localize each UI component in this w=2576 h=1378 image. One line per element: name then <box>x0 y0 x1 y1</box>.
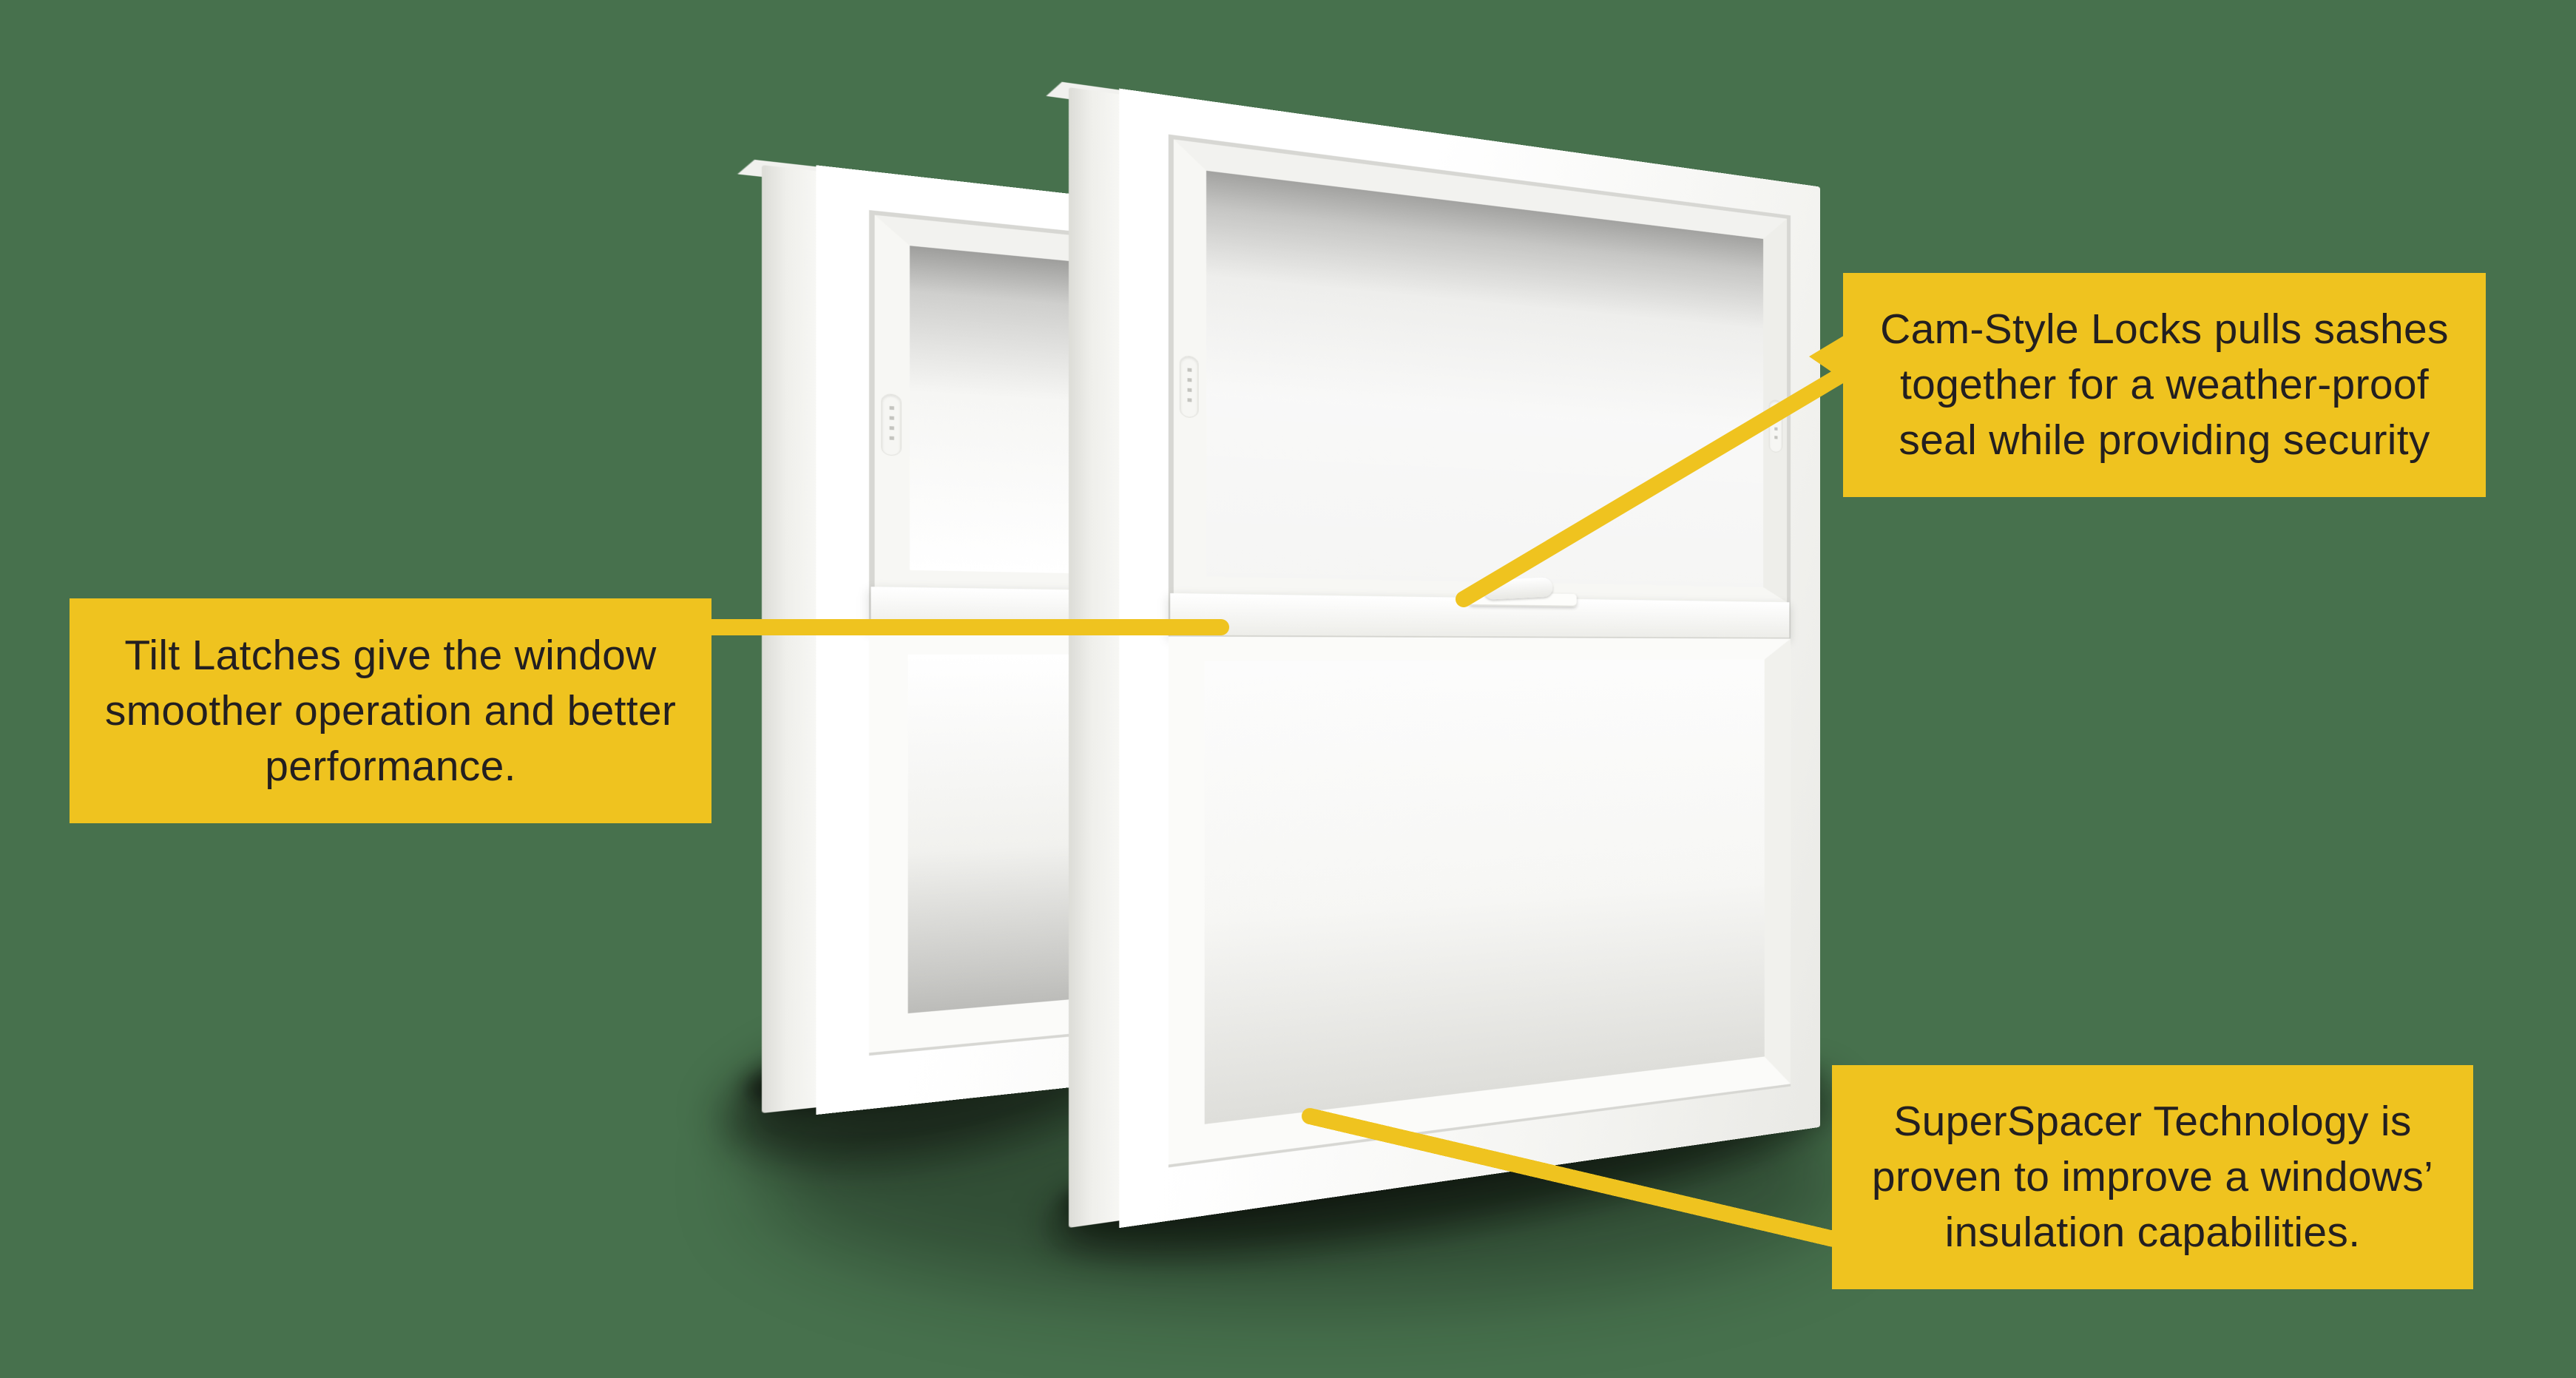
front-window-opening <box>1168 134 1791 1168</box>
tilt-latch-icon <box>1180 355 1199 419</box>
callout-tilt-latches: Tilt Latches give the window smoother op… <box>70 598 711 823</box>
front-lower-glass <box>1204 659 1765 1124</box>
front-window-frame <box>1119 88 1820 1229</box>
callout-tilt-line3: performance. <box>265 742 516 790</box>
callout-super-spacer: SuperSpacer Technology is proven to impr… <box>1832 1065 2473 1289</box>
callout-cam-style-locks: Cam-Style Locks pulls sashes together fo… <box>1843 273 2486 497</box>
callout-spacer-line1: SuperSpacer Technology is <box>1893 1098 2412 1145</box>
callout-tilt-line1: Tilt Latches give the window <box>124 631 657 679</box>
front-lower-sash <box>1168 636 1791 1165</box>
front-window-side-jamb <box>1069 87 1120 1228</box>
front-window <box>1046 81 1820 1235</box>
callout-tilt-line2: smoother operation and better <box>104 686 677 734</box>
tilt-latch-icon <box>881 393 902 456</box>
callout-spacer-line3: insulation capabilities. <box>1944 1209 2361 1256</box>
cam-callout-pointer <box>1809 334 1846 382</box>
front-upper-sash <box>1173 139 1788 603</box>
tilt-latch-connector-line <box>703 619 1229 635</box>
callout-cam-line2: together for a weather-proof <box>1900 361 2429 408</box>
front-upper-glass <box>1206 170 1764 587</box>
back-window-side-jamb <box>762 165 817 1113</box>
callout-cam-line1: Cam-Style Locks pulls sashes <box>1880 305 2449 353</box>
callout-cam-line3: seal while providing security <box>1899 416 2430 464</box>
callout-spacer-line2: proven to improve a windows’ <box>1871 1153 2434 1200</box>
